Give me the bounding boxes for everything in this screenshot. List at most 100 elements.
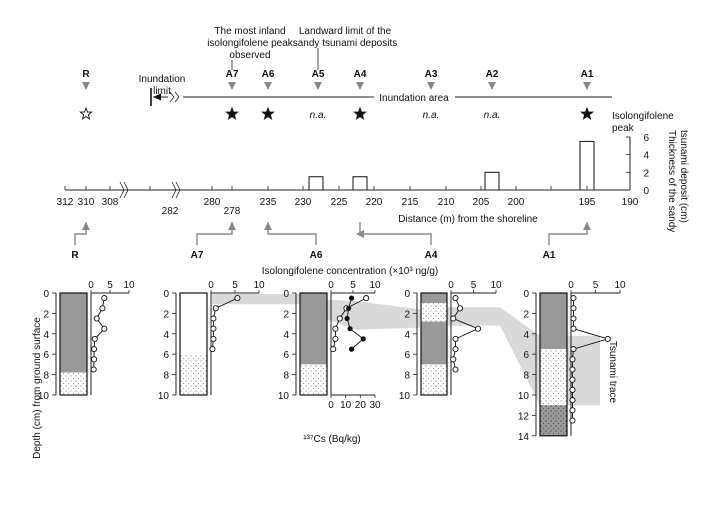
isolongifolene-point-a1 (569, 386, 576, 393)
layer-a1-0 (540, 293, 567, 350)
depth-tick-label: 2 (43, 309, 49, 320)
conc-tick-label: 10 (253, 280, 265, 291)
depth-tick-label: 6 (404, 350, 410, 361)
most-inland-peak-label-2: isolongifolene peak (207, 38, 294, 49)
distance-tick-label: 282 (162, 206, 179, 217)
isolongifolene-point-a7 (209, 346, 216, 353)
thickness-axis-label-1: Thickness of the sandy (666, 130, 677, 232)
distance-tick-label: 225 (331, 197, 348, 208)
depth-tick-label: 6 (43, 350, 49, 361)
profile-label-a1: A1 (543, 250, 556, 261)
connector-a4 (362, 233, 432, 245)
conc-tick-label: 10 (614, 280, 626, 291)
site-label-a2: A2 (486, 69, 499, 80)
distance-tick-label: 210 (438, 197, 455, 208)
isolongifolene-point-r (90, 366, 97, 373)
isolongifolene-point-a7 (210, 325, 217, 332)
depth-tick-label: 8 (283, 371, 289, 382)
profile-label-r: R (71, 250, 79, 261)
cs-tick-label: 30 (369, 400, 381, 411)
depth-tick-label: 0 (163, 289, 169, 300)
depth-tick-label: 10 (278, 391, 290, 402)
conc-tick-label: 5 (232, 280, 238, 291)
layer-a1-2 (540, 405, 567, 436)
depth-tick-label: 0 (404, 289, 410, 300)
distance-tick-label: 230 (295, 197, 312, 208)
isolongifolene-point-a4 (452, 346, 459, 353)
profile-label-a6: A6 (310, 250, 323, 261)
thickness-tick-label: 4 (643, 151, 649, 162)
depth-tick-label: 0 (283, 289, 289, 300)
isolongifolene-point-a7 (210, 315, 217, 322)
distance-tick-label: 200 (508, 197, 525, 208)
profile-label-a4: A4 (425, 250, 438, 261)
core-column-a6 (299, 292, 328, 396)
site-arrow-a6 (264, 82, 272, 90)
isolongifolene-point-a4 (452, 366, 459, 373)
isolongifolene-peak-label-2: peak (612, 123, 635, 134)
isolongifolene-point-r (90, 356, 98, 363)
conc-tick-label: 5 (471, 280, 477, 291)
depth-tick-label: 8 (404, 371, 410, 382)
depth-tick-label: 0 (523, 289, 529, 300)
open-star-icon-r (79, 106, 93, 120)
depth-tick-label: 14 (518, 432, 530, 443)
isolongifolene-point-a1 (569, 397, 576, 404)
site-label-a4: A4 (354, 69, 367, 80)
layer-a6-0 (300, 293, 327, 365)
site-arrow-a1 (583, 82, 591, 90)
landward-limit-label-1: Landward limit of the (299, 26, 392, 37)
isolongifolene-point-a1 (569, 417, 576, 424)
cs137-point-a6 (344, 315, 350, 322)
conc-tick-label: 0 (448, 280, 454, 291)
connector-a6 (267, 222, 317, 245)
depth-axis-label: Depth (cm) from ground surface (32, 317, 43, 459)
layer-r-1 (60, 372, 87, 395)
isolongifolene-point-a6 (363, 295, 370, 302)
isolongifolene-point-r (99, 305, 106, 312)
layer-a6-1 (300, 364, 327, 395)
cs137-point-a6 (360, 336, 366, 342)
filled-star-icon-a7 (225, 106, 239, 120)
band-a6-a4 (300, 298, 420, 330)
distance-tick-label: 280 (204, 197, 221, 208)
depth-tick-label: 10 (38, 391, 50, 402)
isolongifolene-point-a4 (450, 356, 457, 363)
inundation-limit-label-2: limit (153, 86, 171, 97)
site-label-a6: A6 (262, 69, 275, 80)
site-label-r: R (82, 69, 90, 80)
conc-tick-label: 10 (490, 280, 502, 291)
depth-tick-label: 6 (523, 350, 529, 361)
site-arrow-r (82, 82, 90, 90)
isolongifolene-point-a4 (452, 295, 459, 302)
cs137-point-a6 (348, 346, 355, 352)
isolongifolene-point-a4 (452, 335, 459, 342)
depth-tick-label: 10 (158, 391, 170, 402)
isolongifolene-point-r (91, 335, 98, 342)
layer-a4-3 (421, 364, 447, 395)
inundation-arrowhead (153, 93, 161, 101)
filled-star-icon-a6 (261, 106, 275, 120)
thickness-bar-195 (579, 140, 595, 191)
isolongifolene-point-a4 (474, 325, 482, 332)
site-label-a7: A7 (226, 69, 239, 80)
isolongifolene-point-a7 (210, 335, 217, 342)
depth-tick-label: 4 (163, 330, 169, 341)
conc-tick-label: 5 (350, 280, 356, 291)
conc-tick-label: 0 (328, 280, 334, 291)
peak-markers: n.a.n.a.n.a. (79, 106, 594, 121)
na-label-a3: n.a. (423, 110, 440, 121)
layer-r-0 (60, 293, 87, 373)
site-arrow-a5 (314, 82, 322, 90)
conc-tick-label: 5 (593, 280, 599, 291)
isolongifolene-point-a1 (570, 295, 577, 302)
depth-tick-label: 8 (163, 371, 169, 382)
distance-tick-label: 195 (579, 197, 596, 208)
depth-tick-label: 6 (163, 350, 169, 361)
depth-tick-label: 4 (523, 330, 529, 341)
